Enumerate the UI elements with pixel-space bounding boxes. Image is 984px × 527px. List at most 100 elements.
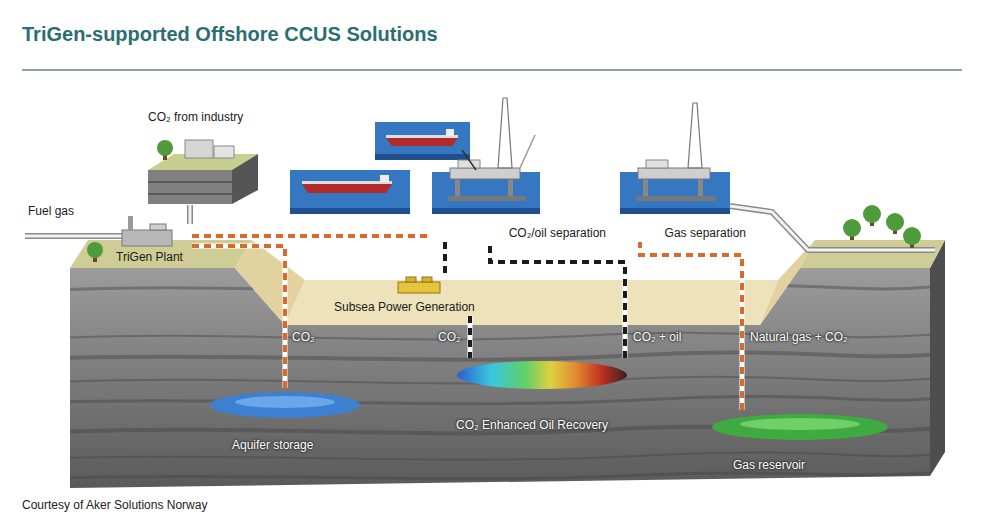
pipeline-connector <box>445 242 446 278</box>
pipeline-casing <box>192 234 430 239</box>
platform-pontoon <box>448 196 526 201</box>
sea-tile-edge <box>290 208 410 214</box>
gas-reservoir-highlight <box>740 418 860 430</box>
pipeline-casing <box>192 246 285 388</box>
platform-column <box>455 178 460 196</box>
node-label: Aquifer storage <box>232 438 313 452</box>
pipeline-casing <box>490 242 625 358</box>
industry-front <box>148 170 232 204</box>
pipeline-casing <box>468 316 473 358</box>
rock-layer <box>60 397 940 404</box>
rock-layer <box>60 472 940 479</box>
pipe-label: CO₂ + oil <box>633 330 681 344</box>
pipeline-casing <box>443 242 448 278</box>
platform-column <box>508 178 513 196</box>
platform-deck <box>638 168 710 179</box>
tree <box>903 227 921 245</box>
node-label: Subsea Power Generation <box>334 300 475 314</box>
platform-deck <box>450 168 520 179</box>
pipeline <box>468 316 472 358</box>
industry-side <box>232 154 258 204</box>
loading-hose <box>462 150 476 170</box>
subsea-power-module <box>422 277 432 282</box>
pipeline-casing <box>187 205 193 224</box>
pipeline-connector <box>192 236 430 237</box>
platform-derrick <box>498 98 512 168</box>
tanker-hull <box>386 138 458 146</box>
tanker-deck <box>302 181 392 184</box>
platform-module <box>646 160 668 168</box>
facility-node: CO₂ Enhanced Oil Recovery <box>450 358 640 434</box>
pipeline <box>192 246 285 388</box>
sea-tile <box>290 170 410 208</box>
pipeline-connector <box>490 242 625 358</box>
platform-derrick <box>688 103 702 168</box>
facility-node: Gas separation <box>620 130 750 242</box>
pipe-label: CO₂ <box>292 330 315 344</box>
facility-node: CO₂/oil separation <box>430 140 610 242</box>
pipeline <box>192 234 430 238</box>
pipeline-connector <box>470 316 471 358</box>
industry-building <box>185 140 213 158</box>
platform-pontoon <box>636 196 716 201</box>
tree <box>843 219 861 237</box>
tanker-hull <box>302 184 392 193</box>
aquifer <box>210 392 360 418</box>
subsea-power-unit <box>398 282 440 293</box>
pipeline-casing <box>640 242 742 410</box>
trigen-stack <box>128 216 133 230</box>
trigen-plant-unit <box>122 230 172 246</box>
tanker-bridge <box>446 129 454 136</box>
pipeline <box>189 205 192 224</box>
fuel-gas-pipe <box>25 233 124 239</box>
facility-node: Subsea Power Generation <box>330 278 490 316</box>
sea-tile-edge <box>432 208 540 214</box>
trigen-module <box>150 224 166 230</box>
pipeline-connector <box>192 246 285 388</box>
pipeline-connector <box>640 242 742 410</box>
caption: Courtesy of Aker Solutions Norway <box>22 498 207 512</box>
facility-node: CO₂ from industry <box>145 108 270 205</box>
platform-column <box>698 178 703 196</box>
pipeline <box>640 242 742 410</box>
tree <box>87 242 103 258</box>
tree <box>863 205 881 223</box>
seabed <box>285 280 778 325</box>
pipeline <box>490 242 625 358</box>
facility-node: Gas reservoir <box>705 410 895 474</box>
tanker-bridge <box>380 175 389 182</box>
aquifer-highlight <box>235 396 335 408</box>
export-pipe <box>730 206 935 250</box>
tree <box>886 213 904 231</box>
rock-layer <box>60 353 940 360</box>
node-label: CO₂ Enhanced Oil Recovery <box>456 418 608 432</box>
export-pipe <box>730 206 935 250</box>
industry-building <box>214 146 234 158</box>
node-label: CO₂/oil separation <box>509 226 606 240</box>
facility-node: Aquifer storage <box>205 388 365 454</box>
sea-tile-edge <box>620 208 730 214</box>
platform-flare <box>520 135 535 168</box>
pipe-label: Fuel gas <box>28 204 74 218</box>
sea-tile <box>375 122 470 154</box>
node-label: Gas separation <box>665 226 746 240</box>
industry-layer <box>148 181 232 183</box>
pipeline <box>443 242 447 278</box>
title-rule <box>22 69 962 71</box>
right-plateau <box>800 240 945 268</box>
node-label: TriGen Plant <box>116 250 183 264</box>
subsea-power-module <box>406 277 416 282</box>
tree <box>157 140 173 156</box>
fuel-gas-pipe <box>25 235 124 238</box>
rock-side <box>930 240 945 476</box>
pipe-label: Natural gas + CO₂ <box>750 330 848 344</box>
eor-plume <box>457 361 627 389</box>
platform-column <box>643 178 648 196</box>
node-label: CO₂ from industry <box>148 110 243 124</box>
node-label: Gas reservoir <box>733 458 805 472</box>
facility-node: TriGen Plant <box>112 224 192 266</box>
sea-tile-edge <box>375 154 470 160</box>
pipe-label: CO₂ <box>438 330 461 344</box>
gas-reservoir <box>712 414 888 440</box>
